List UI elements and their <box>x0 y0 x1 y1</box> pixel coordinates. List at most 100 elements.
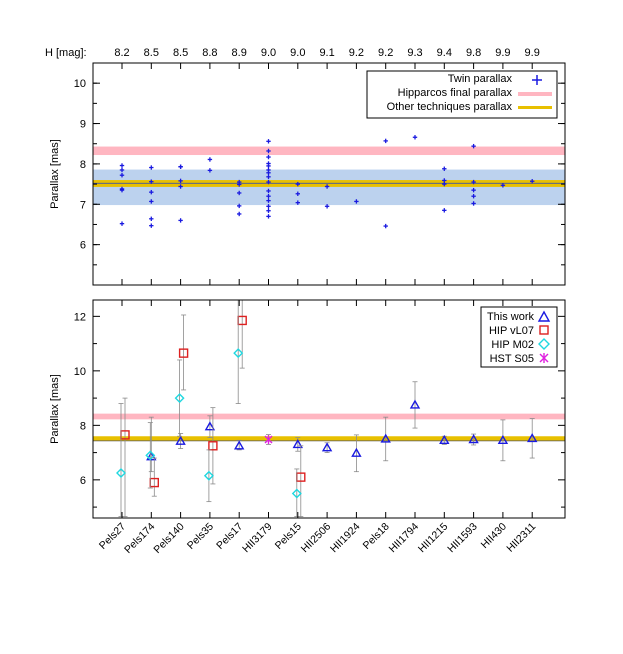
top-band-2 <box>93 169 565 206</box>
star-name-label: HII3179 <box>240 521 275 556</box>
twin-point <box>295 191 300 196</box>
point-triangle <box>321 442 333 454</box>
bottom-band-1 <box>93 436 565 441</box>
twin-point <box>266 148 271 154</box>
twin-point <box>237 203 242 209</box>
magnitude-label: 9.9 <box>525 47 540 59</box>
top-y-axis-label: Parallax [mas] <box>49 139 61 209</box>
top-plot-frame <box>92 62 566 286</box>
point-triangle <box>204 415 216 439</box>
star-name-label: Pels35 <box>185 521 216 552</box>
point-square <box>296 445 306 518</box>
bottom-bands <box>93 413 565 442</box>
star-name-label: HII2506 <box>299 521 334 556</box>
star-name-label: HII1924 <box>328 521 363 556</box>
magnitude-label: 9.0 <box>290 47 305 59</box>
twin-point <box>266 154 271 160</box>
twin-point <box>178 164 183 169</box>
twin-point <box>266 204 271 209</box>
bottom-ytick-label: 12 <box>74 311 86 323</box>
point-diamond <box>203 449 214 503</box>
star-name-label: HII1794 <box>387 521 422 556</box>
twin-point <box>295 200 300 205</box>
twin-point <box>149 223 154 228</box>
legend-other-swatch <box>518 106 552 109</box>
star-name-label: Pels174 <box>122 521 157 556</box>
twin-point <box>266 214 271 219</box>
point-triangle <box>468 433 479 446</box>
top-ytick-label: 8 <box>80 159 86 171</box>
twin-point <box>266 208 271 213</box>
legend-twin-parallax: Twin parallax <box>448 73 513 85</box>
twin-point <box>324 204 330 209</box>
twin-point <box>266 161 271 166</box>
twin-point <box>207 157 213 162</box>
twin-point <box>471 187 476 193</box>
twin-point <box>295 181 300 187</box>
point-diamond <box>291 468 302 518</box>
twin-point <box>149 165 154 170</box>
twin-point <box>266 188 271 194</box>
twin-point <box>178 184 183 189</box>
point-triangle <box>351 434 362 473</box>
bottom-points <box>116 300 538 518</box>
twin-point <box>383 138 388 144</box>
magnitude-label: 8.2 <box>114 47 129 59</box>
point-triangle <box>409 381 421 429</box>
top-ytick-label: 9 <box>80 119 86 131</box>
legend-hip-m02-marker <box>538 338 550 350</box>
legend-this-work: This work <box>487 311 535 323</box>
twin-point <box>119 186 125 192</box>
bottom-band-0 <box>93 413 565 420</box>
legend-hst-s05-marker <box>539 353 549 363</box>
point-triangle <box>175 433 186 449</box>
legend-other-techniques: Other techniques parallax <box>387 101 513 113</box>
top-ytick-label: 7 <box>80 199 86 211</box>
twin-point <box>471 179 476 185</box>
twin-point <box>412 135 418 140</box>
twin-point <box>178 178 183 184</box>
star-name-label: HII2311 <box>504 521 538 555</box>
legend-hip-m02: HIP M02 <box>491 339 534 351</box>
point-square <box>208 407 218 485</box>
twin-point <box>530 179 535 184</box>
twin-point <box>442 166 447 171</box>
twin-point <box>266 198 271 203</box>
magnitude-label: 9.2 <box>349 47 364 59</box>
top-ytick-label: 6 <box>80 240 86 252</box>
point-triangle <box>233 439 245 451</box>
top-legend: Twin parallax Hipparcos final parallax O… <box>366 70 558 119</box>
twin-point <box>266 174 271 180</box>
point-triangle <box>292 437 304 452</box>
point-diamond <box>116 403 126 518</box>
point-square <box>237 300 247 369</box>
twin-point <box>119 163 125 168</box>
twin-point <box>354 199 359 204</box>
magnitude-label: 9.2 <box>378 47 393 59</box>
point-triangle <box>526 418 538 459</box>
point-diamond <box>145 422 156 489</box>
twin-point <box>383 223 388 229</box>
top-band-0 <box>93 146 565 156</box>
bottom-plot-frame <box>92 299 566 519</box>
star-name-label: Pels140 <box>151 521 186 556</box>
point-triangle <box>497 419 509 462</box>
point-square <box>178 314 189 391</box>
twin-point <box>500 183 506 188</box>
bottom-ytick-label: 8 <box>80 420 86 432</box>
magnitude-label: 9.8 <box>466 47 481 59</box>
top-x-ticks <box>121 63 533 285</box>
bottom-ytick-label: 6 <box>80 475 86 487</box>
magnitude-label: 8.5 <box>144 47 159 59</box>
twin-point <box>266 179 271 185</box>
twin-point <box>471 194 476 199</box>
point-diamond <box>174 359 185 437</box>
twin-point <box>119 221 125 226</box>
twin-point <box>266 167 271 173</box>
twin-point <box>119 167 125 173</box>
